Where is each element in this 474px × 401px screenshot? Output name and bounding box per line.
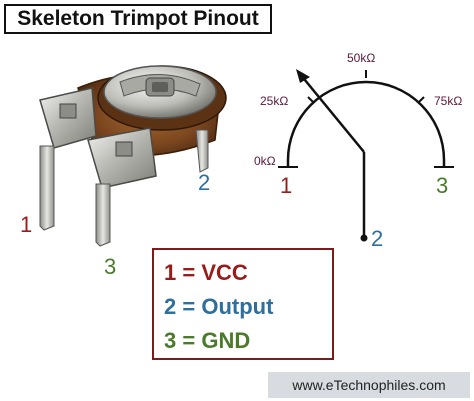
legend-row-vcc: 1 = VCC: [164, 256, 332, 290]
label-75k: 75kΩ: [434, 94, 462, 108]
pin-2-leg: [95, 183, 111, 247]
legend-row-output: 2 = Output: [164, 290, 332, 324]
wiper-line: [299, 73, 365, 153]
legend-equals: =: [182, 294, 196, 319]
schematic-pin-3-label: 3: [436, 173, 448, 198]
potentiometer-schematic: 0kΩ 25kΩ 50kΩ 75kΩ 1 3 2: [254, 51, 462, 251]
legend-number: 2: [164, 294, 177, 319]
wiper-arrowhead: [296, 69, 310, 83]
trimpot-photo: [39, 65, 227, 247]
resistor-arc: [286, 80, 446, 161]
pin-legend: 1 = VCC 2 = Output 3 = GND: [152, 248, 334, 360]
label-50k: 50kΩ: [347, 51, 375, 65]
legend-equals: =: [182, 260, 196, 285]
photo-pin-2-label: 2: [198, 170, 211, 195]
legend-number: 3: [164, 328, 177, 353]
label-0k: 0kΩ: [254, 154, 276, 168]
wiper-terminal: [360, 234, 368, 242]
pin-1-leg: [39, 145, 55, 231]
pin-2-terminal: [87, 127, 157, 189]
legend-name: VCC: [201, 260, 248, 285]
label-25k: 25kΩ: [260, 94, 288, 108]
legend-equals: =: [182, 328, 196, 353]
legend-row-gnd: 3 = GND: [164, 324, 332, 358]
photo-pin-3-label: 3: [104, 254, 117, 279]
page-title: Skeleton Trimpot Pinout: [4, 4, 272, 34]
schematic-pin-2-label: 2: [371, 226, 383, 251]
schematic-pin-1-label: 1: [280, 173, 292, 198]
footer-url: www.eTechnophiles.com: [268, 372, 470, 398]
legend-name: GND: [201, 328, 251, 353]
photo-pin-1-label: 1: [20, 212, 33, 237]
legend-number: 1: [164, 260, 177, 285]
pin-3-leg: [195, 129, 209, 173]
legend-name: Output: [201, 294, 274, 319]
